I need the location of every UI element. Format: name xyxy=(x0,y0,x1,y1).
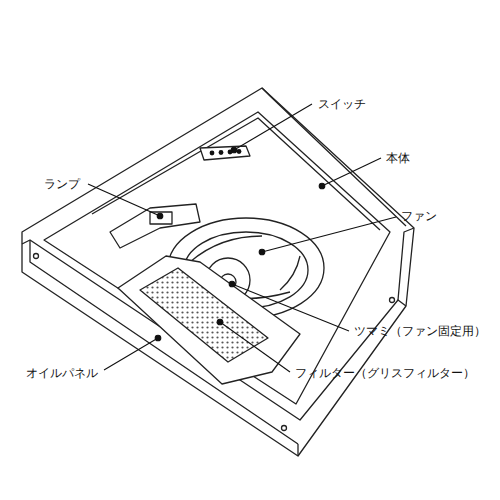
leader-dot xyxy=(217,319,223,325)
hood-body xyxy=(22,88,414,456)
switch-button xyxy=(219,150,224,155)
screw xyxy=(390,298,395,303)
leader-dot xyxy=(157,213,163,219)
leader-line xyxy=(262,217,396,252)
part-label: ツマミ（ファン固定用） xyxy=(354,324,486,338)
leader-dot xyxy=(259,249,265,255)
underside-recess xyxy=(44,112,390,404)
leader-dot xyxy=(319,183,325,189)
leader-dot xyxy=(155,335,161,341)
leader-line xyxy=(234,104,312,150)
leader-line xyxy=(232,284,349,331)
oil-panel xyxy=(118,256,300,384)
lamp xyxy=(150,212,172,224)
part-label: ランプ xyxy=(44,177,80,191)
part-label: フィルター（グリスフィルター） xyxy=(295,366,475,380)
screw xyxy=(282,426,287,431)
leader-lines xyxy=(88,104,396,372)
switch-panel xyxy=(200,146,250,160)
grease-filter xyxy=(140,268,268,362)
housing-outline xyxy=(22,88,414,456)
leader-dot xyxy=(229,281,235,287)
leader-line xyxy=(220,322,290,372)
part-label: 本体 xyxy=(386,151,410,165)
switch-button xyxy=(210,151,215,156)
part-label: ファン xyxy=(401,209,437,223)
side-edge xyxy=(398,228,414,300)
underside-recess xyxy=(92,118,380,230)
front-lip xyxy=(22,240,406,420)
part-label: スイッチ xyxy=(318,97,366,111)
screw xyxy=(34,254,39,259)
leader-line xyxy=(322,158,381,186)
leader-line xyxy=(104,338,158,370)
leader-line xyxy=(88,184,160,216)
part-label: オイルパネル xyxy=(26,366,98,380)
front-lip xyxy=(297,444,298,456)
leader-dot xyxy=(231,147,237,153)
side-edge xyxy=(262,88,406,226)
